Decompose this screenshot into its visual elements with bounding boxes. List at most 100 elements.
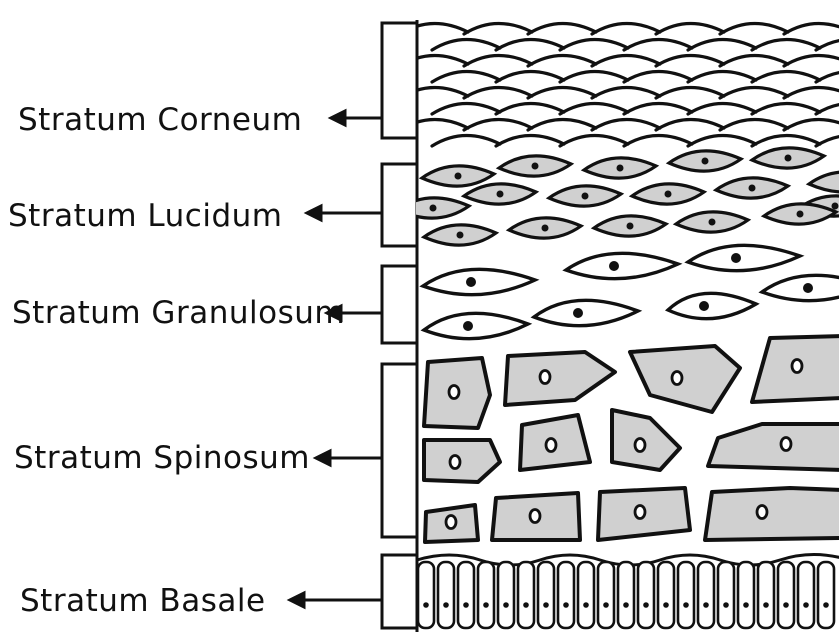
lucidum-nucleus <box>542 225 549 232</box>
corneum-scale <box>752 135 820 146</box>
basale-cell <box>818 562 834 628</box>
corneum-scale <box>752 71 820 82</box>
basale-nucleus <box>743 602 749 608</box>
corneum-scale <box>496 71 564 82</box>
basale-cell <box>778 562 794 628</box>
layer-label-corneum: Stratum Corneum <box>18 102 302 138</box>
spinosum-nucleus <box>672 372 682 385</box>
basale-cell <box>478 562 494 628</box>
bracket-lucidum <box>382 164 417 246</box>
lucidum-cell <box>809 172 839 192</box>
corneum-scale <box>624 71 692 82</box>
basale-nucleus <box>483 602 489 608</box>
spinosum-nucleus <box>530 510 540 523</box>
basale-nucleus <box>583 602 589 608</box>
corneum-scale <box>784 55 839 66</box>
corneum-scales-layer <box>400 23 839 146</box>
corneum-scale <box>624 39 692 50</box>
corneum-scale <box>432 39 500 50</box>
basale-nucleus <box>663 602 669 608</box>
basale-cell <box>718 562 734 628</box>
basale-cell <box>418 562 434 628</box>
lucidum-nucleus <box>749 185 756 192</box>
corneum-scale <box>816 71 839 82</box>
corneum-scale <box>720 55 788 66</box>
bracket-granulosum <box>382 266 417 343</box>
corneum-scale <box>592 23 660 34</box>
basale-cell <box>798 562 814 628</box>
corneum-scale <box>560 71 628 82</box>
basale-nucleus <box>703 602 709 608</box>
corneum-scale <box>400 23 468 34</box>
lucidum-nucleus <box>785 155 792 162</box>
basale-cell <box>538 562 554 628</box>
granulosum-cell <box>668 293 756 318</box>
spinosum-nucleus <box>792 360 802 373</box>
lucidum-nucleus <box>497 191 504 198</box>
corneum-scale <box>560 39 628 50</box>
corneum-scale <box>464 55 532 66</box>
layer-label-granulosum: Stratum Granulosum <box>12 295 345 331</box>
basale-cell <box>758 562 774 628</box>
spinosum-cells-layer <box>424 336 839 542</box>
corneum-scale <box>784 23 839 34</box>
spinosum-nucleus <box>449 386 459 399</box>
corneum-scale <box>432 103 500 114</box>
granulosum-cells-layer <box>423 245 839 338</box>
basale-cell <box>678 562 694 628</box>
spinosum-nucleus <box>757 506 767 519</box>
granulosum-nucleus <box>573 308 583 318</box>
corneum-scale <box>784 119 839 130</box>
corneum-scale <box>752 103 820 114</box>
arrow-spinosum <box>316 451 382 465</box>
corneum-scale <box>720 87 788 98</box>
granulosum-cell <box>762 275 839 300</box>
corneum-scale <box>688 39 756 50</box>
basale-cell <box>558 562 574 628</box>
basale-cell <box>698 562 714 628</box>
corneum-scale <box>560 135 628 146</box>
bracket-spinosum <box>382 364 417 537</box>
lucidum-nucleus <box>582 193 589 200</box>
lucidum-nucleus <box>617 165 624 172</box>
basale-nucleus <box>423 602 429 608</box>
corneum-scale <box>528 119 596 130</box>
arrow-corneum <box>331 111 382 125</box>
basale-nucleus <box>623 602 629 608</box>
bracket-corneum <box>382 23 417 138</box>
corneum-scale <box>688 71 756 82</box>
basale-nucleus <box>683 602 689 608</box>
granulosum-nucleus <box>699 301 709 311</box>
basale-cell <box>498 562 514 628</box>
spinosum-cell <box>612 410 680 470</box>
basale-nucleus <box>823 602 829 608</box>
corneum-scale <box>656 119 724 130</box>
corneum-scale <box>816 103 839 114</box>
basale-cell <box>438 562 454 628</box>
basale-nucleus <box>543 602 549 608</box>
layer-label-basale: Stratum Basale <box>20 583 266 619</box>
corneum-scale <box>528 55 596 66</box>
spinosum-cell <box>630 346 740 412</box>
corneum-scale <box>656 55 724 66</box>
corneum-scale <box>784 87 839 98</box>
spinosum-nucleus <box>450 456 460 469</box>
arrow-granulosum <box>327 306 382 320</box>
corneum-scale <box>496 135 564 146</box>
bracket-basale <box>382 555 417 628</box>
layer-label-spinosum: Stratum Spinosum <box>14 440 310 476</box>
basale-nucleus <box>723 602 729 608</box>
corneum-scale <box>688 103 756 114</box>
granulosum-nucleus <box>609 261 619 271</box>
granulosum-nucleus <box>463 321 473 331</box>
corneum-scale <box>816 39 839 50</box>
spinosum-nucleus <box>446 516 456 529</box>
spinosum-nucleus <box>540 371 550 384</box>
spinosum-nucleus <box>635 439 645 452</box>
spinosum-cell <box>705 488 839 540</box>
corneum-scale <box>464 23 532 34</box>
corneum-scale <box>400 119 468 130</box>
spinosum-cell <box>708 424 839 470</box>
granulosum-cell <box>566 253 678 278</box>
